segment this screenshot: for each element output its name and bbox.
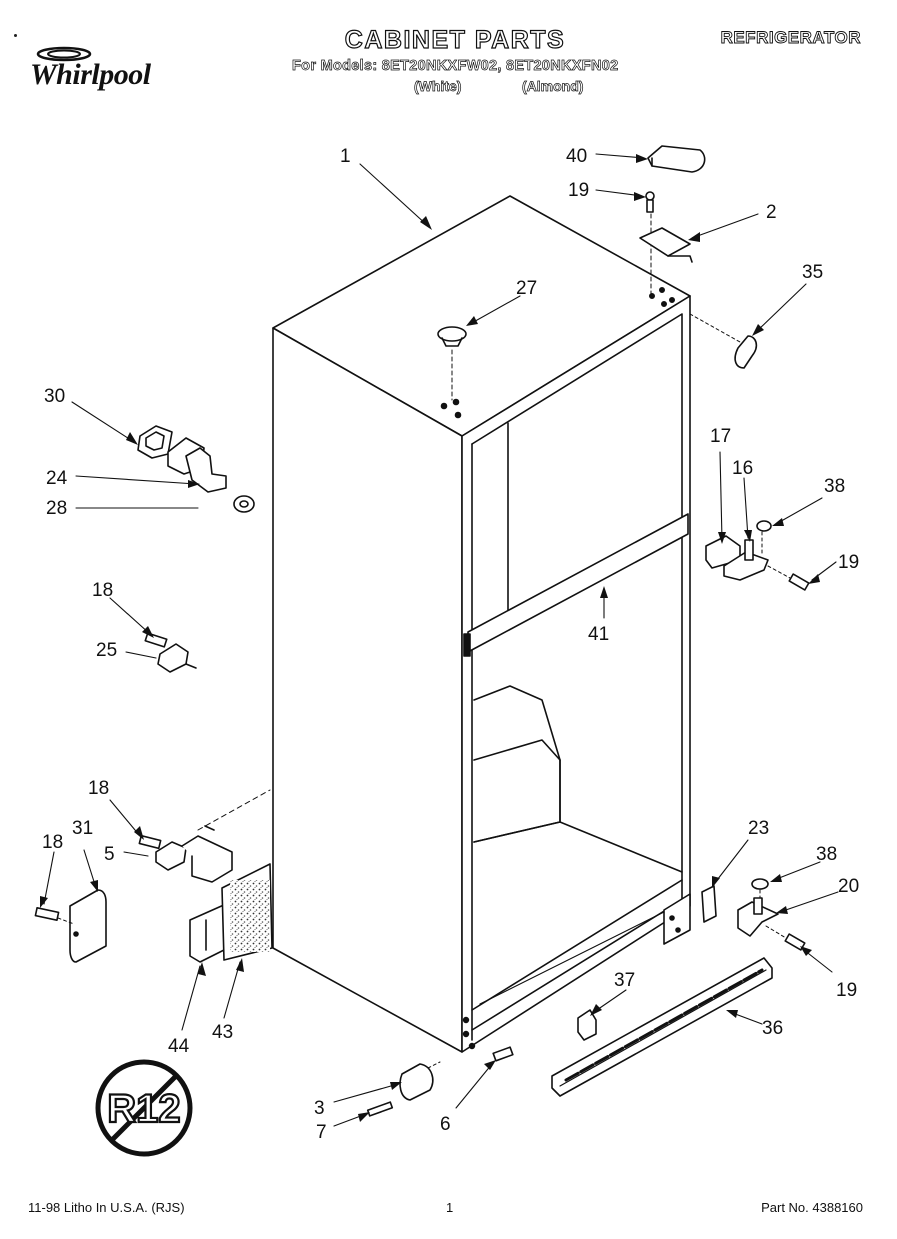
corner-mark [14, 34, 17, 37]
part-23-shim [701, 885, 717, 923]
whirlpool-logo-swirl-icon [36, 46, 92, 62]
callout-19: 19 [568, 180, 589, 201]
callout-17: 17 [710, 426, 731, 447]
cabinet-body [272, 195, 691, 1053]
part-5-hinge-bracket [155, 789, 271, 883]
category-label: REFRIGERATOR [720, 28, 861, 48]
part-40-top-cap [647, 145, 706, 173]
part-28-washer [233, 495, 255, 513]
stamp-text: R12 [107, 1087, 180, 1131]
callout-18: 18 [92, 580, 113, 601]
part-35-hinge-cover [689, 313, 758, 369]
callout-3: 3 [314, 1098, 325, 1119]
callout-7: 7 [316, 1122, 327, 1143]
callout-27: 27 [516, 278, 537, 299]
variant-white: (White) [414, 78, 462, 95]
no-r12-refrigerant-stamp-icon [95, 1059, 193, 1157]
part-18-screw-upper [144, 632, 168, 648]
callout-1: 1 [340, 146, 351, 167]
callout-38: 38 [824, 476, 845, 497]
part-18-screw-middle [138, 834, 162, 850]
footer-print-info: 11-98 Litho In U.S.A. (RJS) [28, 1200, 185, 1215]
page-title: CABINET PARTS [344, 25, 566, 54]
part-24-pin [167, 437, 227, 493]
models-line: For Models: 8ET20NKXFW02, 8ET20NKXFN02 [292, 58, 619, 75]
callout-19: 19 [838, 552, 859, 573]
part-18-screw-lower [34, 907, 75, 925]
part-43-insulation-pad [221, 863, 273, 961]
part-19-screw-top [645, 191, 655, 297]
callout-numbers: 1 40 19 2 35 27 30 24 28 18 25 17 16 38 … [42, 146, 859, 1143]
part-20-lower-hinge [737, 897, 779, 937]
callout-31: 31 [72, 818, 93, 839]
callout-18: 18 [88, 778, 109, 799]
callout-18: 18 [42, 832, 63, 853]
part-2-top-hinge [639, 227, 693, 263]
footer-page-number: 1 [446, 1200, 454, 1215]
part-31-cover [69, 889, 107, 963]
callout-28: 28 [46, 498, 67, 519]
callout-20: 20 [838, 876, 859, 897]
footer-part-number: Part No. 4388160 [761, 1200, 863, 1215]
part-38-washer-lower [751, 878, 769, 911]
part-38-washer-upper [756, 520, 772, 557]
brand-logo: Whirlpool [30, 58, 151, 91]
part-3-leveling-leg [399, 1061, 441, 1101]
callout-40: 40 [566, 146, 587, 167]
callout-35: 35 [802, 262, 823, 283]
part-19-screw-right-lower [765, 925, 806, 951]
leader-arrowheads [40, 154, 820, 1122]
callout-5: 5 [104, 844, 115, 865]
callout-24: 24 [46, 468, 68, 489]
part-36-toe-grille [551, 957, 773, 1097]
callout-43: 43 [212, 1022, 233, 1043]
callout-19: 19 [836, 980, 857, 1001]
part-30-bushing [137, 425, 173, 459]
callout-37: 37 [614, 970, 635, 991]
part-27-plug [437, 326, 467, 401]
part-6-screw [492, 1046, 514, 1062]
callout-16: 16 [732, 458, 753, 479]
callout-6: 6 [440, 1114, 451, 1135]
callout-44: 44 [168, 1036, 190, 1057]
part-25-bracket [157, 643, 197, 673]
callout-36: 36 [762, 1018, 783, 1039]
callout-38: 38 [816, 844, 837, 865]
callout-23: 23 [748, 818, 769, 839]
part-7-pin [366, 1101, 394, 1117]
callout-30: 30 [44, 386, 65, 407]
part-37-clip [577, 1009, 597, 1041]
part-19-screw-right-upper [767, 565, 810, 591]
callout-25: 25 [96, 640, 117, 661]
callout-2: 2 [766, 202, 777, 223]
variant-almond: (Almond) [522, 78, 584, 95]
callout-41: 41 [588, 624, 609, 645]
